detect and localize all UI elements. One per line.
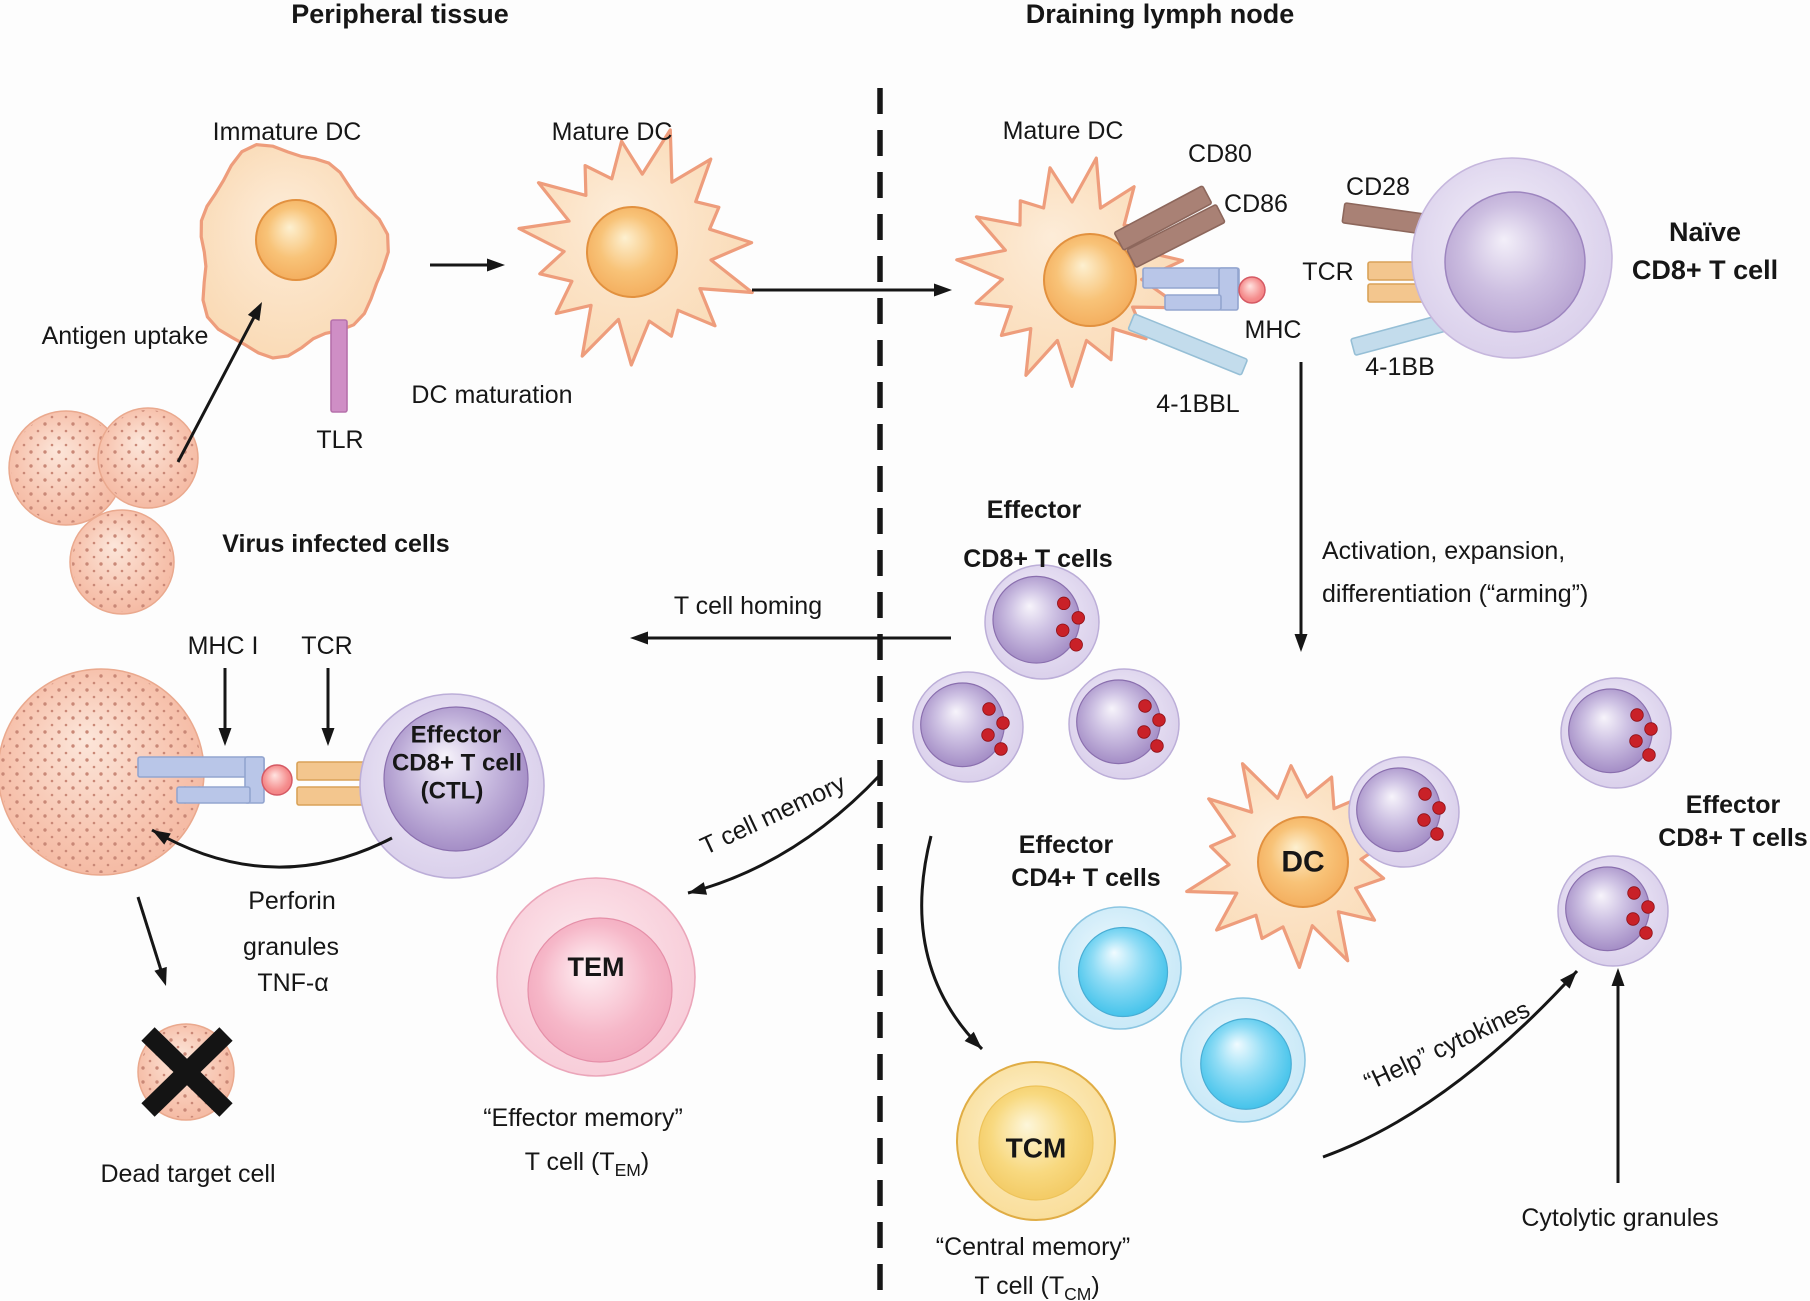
tcm-caption-sub: CM	[1064, 1283, 1092, 1301]
label-effector-cd8-mid-line1: Effector	[986, 495, 1082, 524]
label-cd86: CD86	[1224, 189, 1288, 218]
label-immature-dc: Immature DC	[212, 117, 362, 146]
label-t-cell-homing: T cell homing	[673, 591, 823, 620]
label-dead-target-cell: Dead target cell	[100, 1159, 276, 1188]
label-effector-cd4-line2: CD4+ T cells	[1011, 863, 1161, 892]
label-effector-cd8-right-line2: CD8+ T cells	[1658, 823, 1808, 852]
label-naive-line2: CD8+ T cell	[1631, 254, 1779, 285]
label-ctl-line3: (CTL)	[420, 777, 484, 805]
label-4-1bb: 4-1BB	[1365, 352, 1435, 381]
label-central-memory-line2: T cell (TCM)	[974, 1273, 1099, 1301]
label-mature-dc-right: Mature DC	[1002, 116, 1124, 145]
label-tem-cell: TEM	[567, 951, 625, 982]
label-effector-memory-line1: “Effector memory”	[483, 1103, 683, 1132]
section-title-lymph-node: Draining lymph node	[1025, 0, 1295, 29]
label-effector-cd8-mid-line2: CD8+ T cells	[963, 544, 1113, 573]
label-mature-dc-left: Mature DC	[551, 117, 673, 146]
label-effector-memory-line2: T cell (TEM)	[525, 1149, 649, 1179]
label-cytolytic-granules: Cytolytic granules	[1521, 1203, 1719, 1232]
label-tcr-left: TCR	[301, 631, 353, 660]
label-cd28: CD28	[1346, 172, 1410, 201]
label-ctl-line2: CD8+ T cell	[391, 749, 523, 777]
label-cd80: CD80	[1188, 139, 1252, 168]
tem-caption-sub: EM	[614, 1159, 641, 1180]
label-effector-cd4-line1: Effector	[1018, 830, 1114, 859]
label-tnf-alpha: TNF-α	[257, 968, 329, 997]
label-effector-cd8-right-line1: Effector	[1685, 790, 1781, 819]
label-central-memory-line1: “Central memory”	[935, 1232, 1131, 1261]
label-activation-line2: differentiation (“arming”)	[1322, 579, 1589, 608]
section-title-peripheral: Peripheral tissue	[291, 0, 509, 29]
tcm-caption-post: )	[1091, 1271, 1100, 1300]
label-granules: granules	[243, 932, 339, 961]
label-tlr: TLR	[316, 425, 364, 454]
label-ctl-line1: Effector	[410, 721, 502, 749]
label-virus-infected-cells: Virus infected cells	[222, 529, 450, 558]
tem-caption-pre: T cell (T	[524, 1147, 615, 1176]
label-dc-maturation: DC maturation	[411, 380, 573, 409]
label-dc-cell: DC	[1281, 845, 1325, 879]
label-perforin: Perforin	[248, 886, 336, 915]
label-4-1bbl: 4-1BBL	[1156, 389, 1240, 418]
label-tcm-cell: TCM	[1005, 1132, 1067, 1164]
label-naive-line1: Naïve	[1668, 216, 1742, 247]
tcm-caption-pre: T cell (T	[974, 1271, 1065, 1300]
label-activation-line1: Activation, expansion,	[1322, 536, 1566, 565]
label-antigen-uptake: Antigen uptake	[41, 321, 209, 350]
label-tcr-right: TCR	[1302, 257, 1354, 286]
label-mhc-i: MHC I	[187, 631, 259, 660]
tem-caption-post: )	[640, 1147, 650, 1176]
label-mhc: MHC	[1244, 315, 1302, 344]
